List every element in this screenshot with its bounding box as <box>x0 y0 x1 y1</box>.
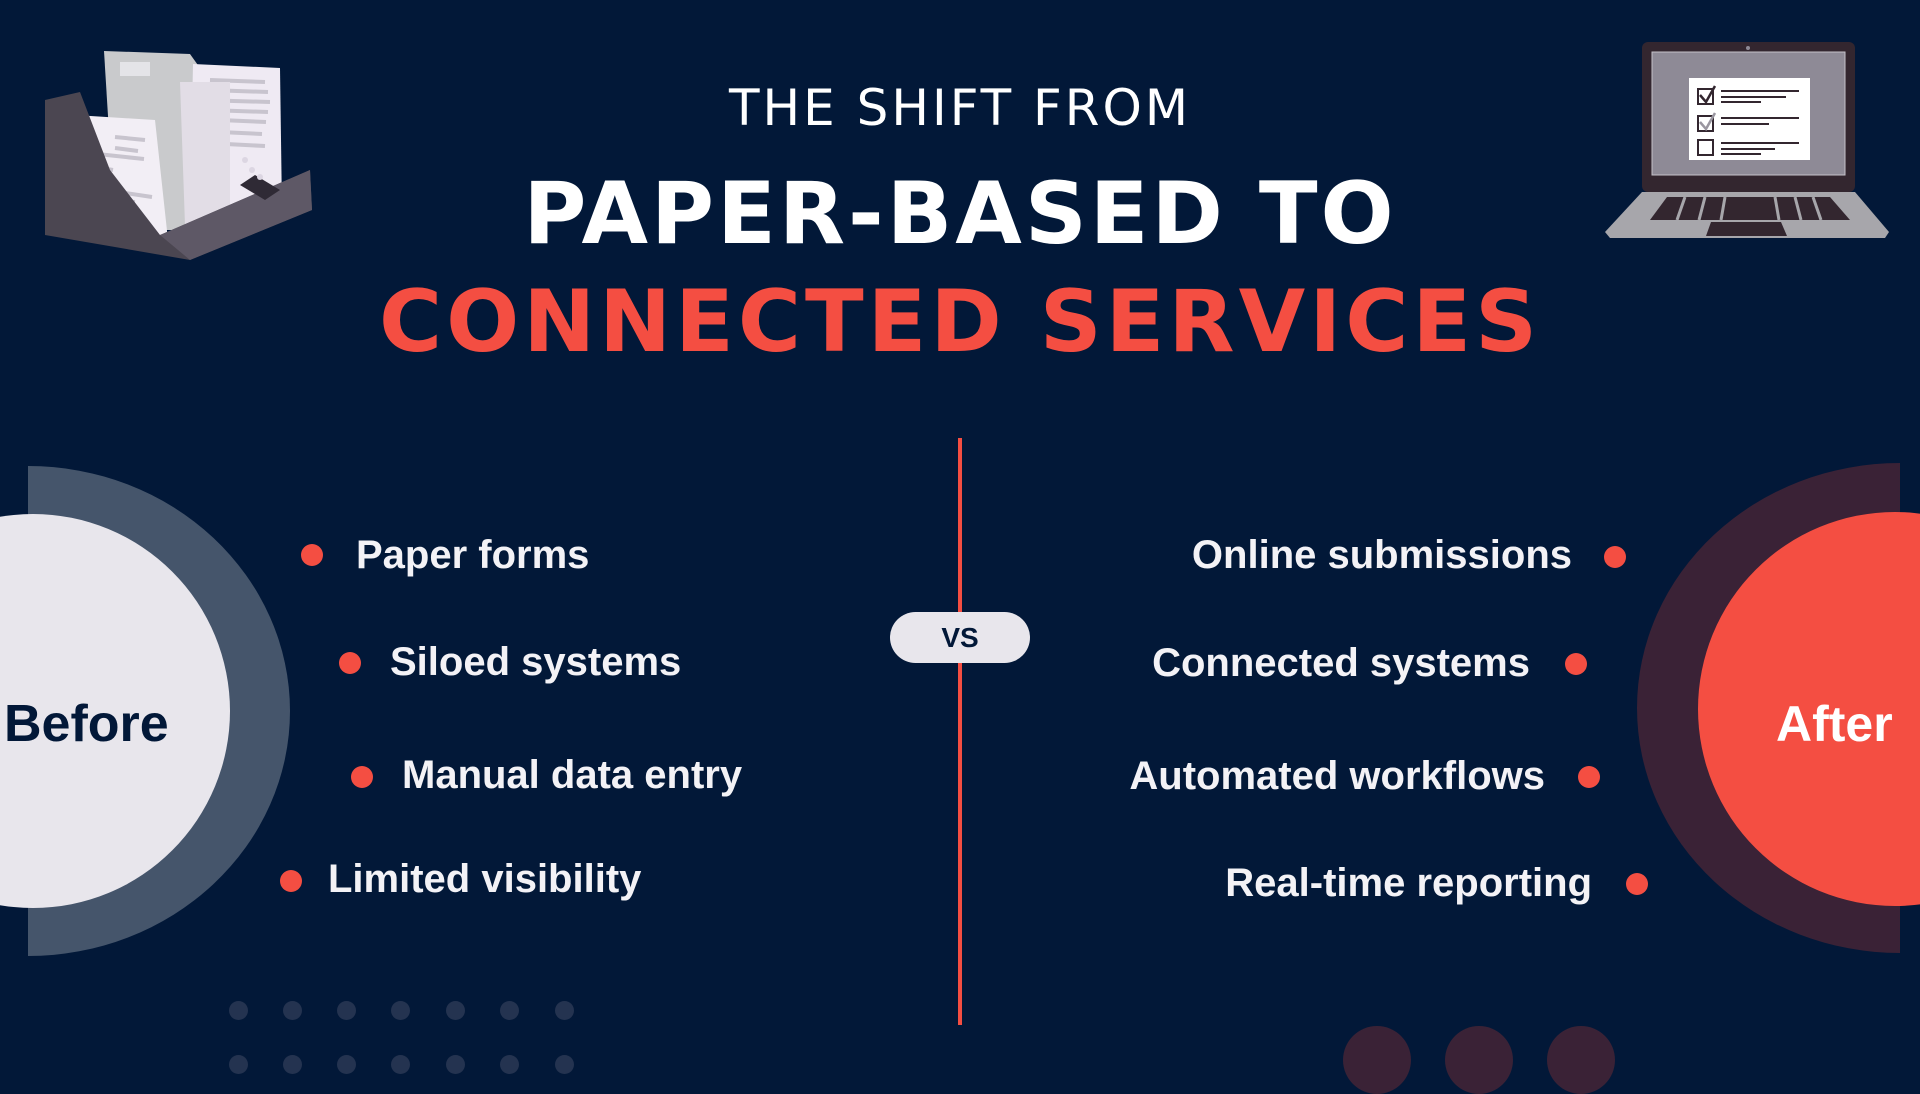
big-dot <box>1445 1026 1513 1094</box>
bullet-icon <box>280 870 302 892</box>
after-label: After <box>1776 696 1893 752</box>
before-item: Manual data entry <box>402 753 743 797</box>
grid-dot <box>500 1055 519 1074</box>
before-item: Siloed systems <box>390 640 682 684</box>
after-item: Automated workflows <box>1129 754 1545 798</box>
grid-dot <box>555 1055 574 1074</box>
file-organizer-icon <box>45 51 312 260</box>
grid-dot <box>283 1001 302 1020</box>
grid-dot <box>555 1001 574 1020</box>
title-main: PAPER-BASED TO <box>523 164 1397 264</box>
vs-badge: VS <box>890 612 1030 663</box>
grid-dot <box>391 1055 410 1074</box>
before-item: Limited visibility <box>328 857 642 901</box>
title-accent: CONNECTED SERVICES <box>378 272 1542 372</box>
after-item: Online submissions <box>1191 533 1572 577</box>
grid-dot <box>229 1055 248 1074</box>
after-item: Real-time reporting <box>1225 861 1592 905</box>
after-item: Connected systems <box>1152 641 1530 685</box>
grid-dot <box>337 1001 356 1020</box>
big-dot <box>1547 1026 1615 1094</box>
bullet-icon <box>351 766 373 788</box>
bullet-icon <box>1578 766 1600 788</box>
big-dot <box>1343 1026 1411 1094</box>
grid-dot <box>446 1055 465 1074</box>
bullet-icon <box>1565 653 1587 675</box>
center-divider <box>958 438 962 1025</box>
bullet-icon <box>301 544 323 566</box>
title-prefix: THE SHIFT FROM <box>728 79 1192 137</box>
bullet-icon <box>339 652 361 674</box>
grid-dot <box>337 1055 356 1074</box>
grid-dot <box>283 1055 302 1074</box>
before-item: Paper forms <box>356 533 590 577</box>
laptop-checklist-icon <box>1605 42 1889 238</box>
grid-dot <box>500 1001 519 1020</box>
grid-dot <box>229 1001 248 1020</box>
grid-dot <box>446 1001 465 1020</box>
bullet-icon <box>1626 873 1648 895</box>
grid-dot <box>391 1001 410 1020</box>
before-label: Before <box>4 695 169 753</box>
bullet-icon <box>1604 546 1626 568</box>
